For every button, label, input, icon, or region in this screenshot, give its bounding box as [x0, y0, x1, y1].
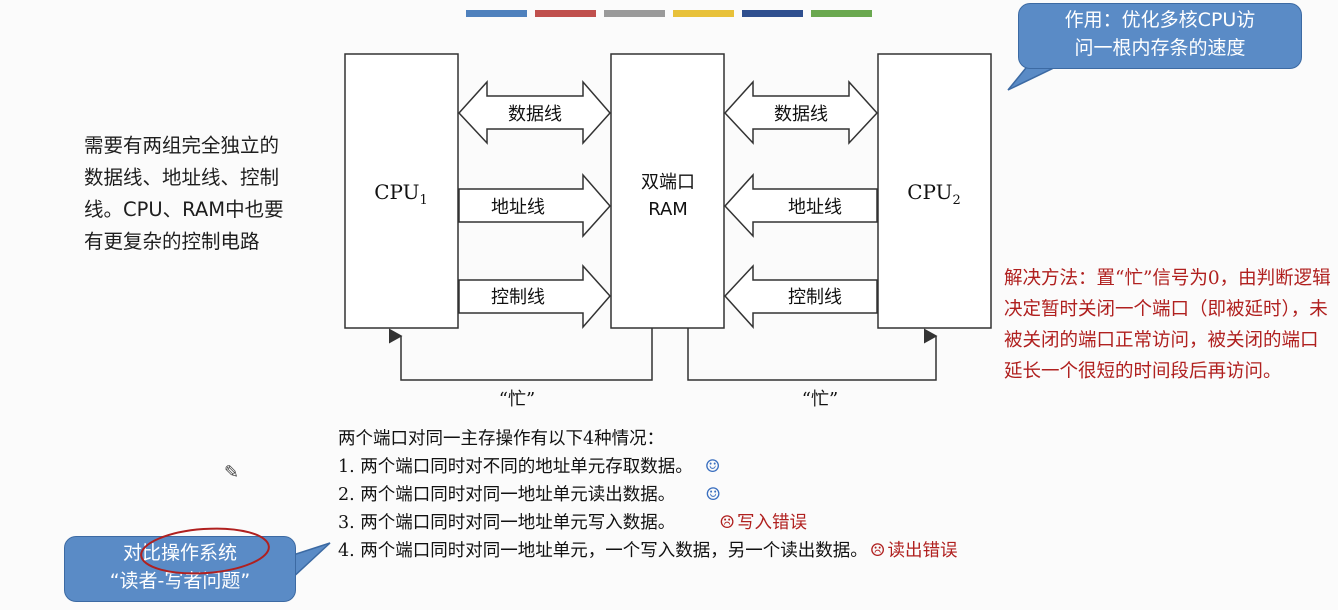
case-item: 1. 两个端口同时对不同的地址单元存取数据。 ☺	[338, 453, 1268, 481]
callout-compare: 对比操作系统 “读者-写者问题”	[64, 536, 296, 602]
right-address-bus-arrow	[723, 173, 878, 238]
color-bar	[742, 10, 803, 17]
case-note: 写入错误	[736, 513, 807, 533]
ram-label-line2: RAM	[648, 199, 688, 220]
color-bar	[604, 10, 665, 17]
callout-purpose-line1: 作用：优化多核CPU访	[1064, 9, 1256, 31]
frown-icon: ☹	[869, 541, 886, 561]
solution-text: 解决方法：置“忙”信号为0，由判断逻辑决定暂时关闭一个端口（即被延时），未被关闭…	[1004, 268, 1331, 382]
color-bar	[535, 10, 596, 17]
callout-compare-line1: 对比操作系统	[122, 542, 237, 564]
cpu1-label: CPU1	[374, 180, 428, 208]
right-data-bus-arrow	[723, 80, 879, 145]
cases-list: 两个端口对同一主存操作有以下4种情况： 1. 两个端口同时对不同的地址单元存取数…	[338, 425, 1268, 565]
case-item: 2. 两个端口同时对同一地址单元读出数据。 ☺	[338, 481, 1268, 509]
top-color-bars	[466, 10, 872, 17]
right-control-bus-arrow	[723, 264, 878, 329]
cpu1-block	[344, 53, 459, 329]
busy-line-right	[687, 328, 938, 381]
busy-label-left: “忙”	[499, 389, 535, 410]
callout-purpose-line2: 问一根内存条的速度	[1074, 37, 1246, 59]
right-address-bus-label: 地址线	[788, 197, 842, 218]
ram-label-line1: 双端口	[641, 172, 695, 193]
right-control-bus-label: 控制线	[788, 287, 842, 308]
color-bar	[673, 10, 734, 17]
left-address-bus-arrow	[458, 172, 612, 238]
left-control-bus-label: 控制线	[491, 287, 545, 308]
frown-icon: ☹	[719, 513, 735, 533]
right-data-bus-label: 数据线	[774, 104, 828, 125]
ram-block	[610, 53, 725, 329]
smile-icon: ☺	[705, 485, 721, 505]
color-bar	[811, 10, 872, 17]
busy-line-left	[389, 328, 653, 381]
callout-compare-line2: “读者-写者问题”	[109, 570, 251, 592]
case-item: 3. 两个端口同时对同一地址单元写入数据。 ☹写入错误	[338, 509, 1268, 537]
left-address-bus-label: 地址线	[491, 197, 545, 218]
case-text: 4. 两个端口同时对同一地址单元，一个写入数据，另一个读出数据。	[338, 541, 868, 561]
left-data-bus-arrow	[457, 79, 612, 145]
case-text: 3. 两个端口同时对同一地址单元写入数据。	[338, 513, 676, 533]
pencil-icon: ✎	[224, 462, 240, 483]
smile-icon: ☺	[704, 457, 721, 477]
callout-bottom-tail	[289, 542, 331, 582]
case-text: 2. 两个端口同时对同一地址单元读出数据。	[338, 485, 676, 505]
left-control-bus-arrow	[458, 264, 612, 330]
cases-intro: 两个端口对同一主存操作有以下4种情况：	[338, 429, 665, 449]
case-item: 4. 两个端口同时对同一地址单元，一个写入数据，另一个读出数据。☹读出错误	[338, 537, 1268, 565]
cpu2-label: CPU2	[907, 180, 961, 208]
side-note-text: 需要有两组完全独立的数据线、地址线、控制线。CPU、RAM中也要有更复杂的控制电…	[84, 134, 284, 253]
callout-purpose: 作用：优化多核CPU访 问一根内存条的速度	[1018, 3, 1302, 69]
color-bar	[466, 10, 527, 17]
busy-label-right: “忙”	[802, 389, 838, 410]
cpu2-block	[877, 53, 992, 329]
case-text: 1. 两个端口同时对不同的地址单元存取数据。	[338, 457, 693, 477]
case-note: 读出错误	[887, 541, 958, 561]
left-data-bus-label: 数据线	[508, 104, 562, 125]
